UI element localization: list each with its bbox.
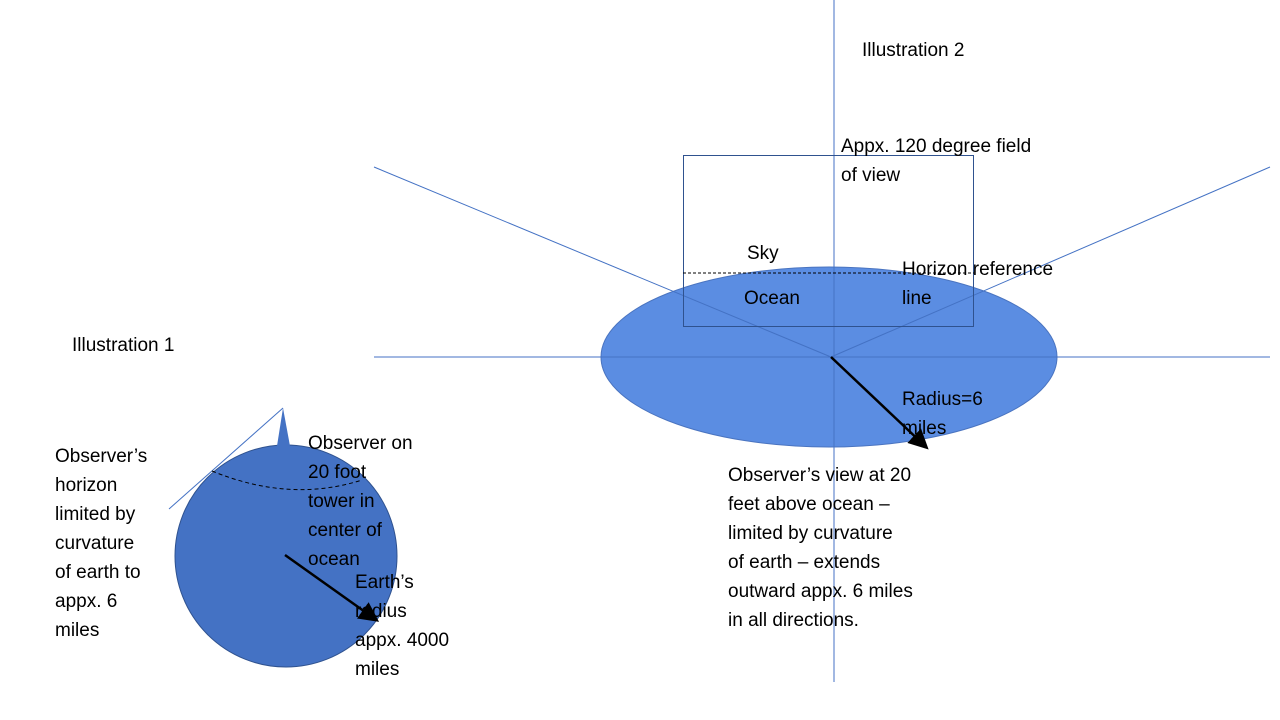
observer-tower-label: Observer on 20 foot tower in center of o… [308,433,413,570]
sky-label: Sky [747,243,779,264]
fov-left-line [373,166,832,358]
earth-radius-label: Earth’s radius appx. 4000 miles [355,572,450,680]
observer-horizon-label: Observer’s horizon limited by curvature … [55,446,148,641]
observer-tower [277,408,290,446]
ocean-radius-label: Radius=6 miles [902,389,983,439]
horizon-dashed-arc [211,470,363,491]
fov-right-line [830,166,1271,358]
horizon-reference-label: Horizon reference line [902,259,1054,309]
illustration-1-title: Illustration 1 [72,335,175,356]
field-of-view-box [683,155,974,327]
horizon-tangent-line [168,407,284,510]
observer-view-caption: Observer’s view at 20 feet above ocean –… [728,465,913,631]
ocean-label: Ocean [744,288,800,309]
radius-arrow [830,356,929,450]
illustration-2-title: Illustration 2 [862,40,965,61]
fov-label: Appx. 120 degree field of view [841,136,1032,186]
earth-radius-arrow [284,553,380,622]
